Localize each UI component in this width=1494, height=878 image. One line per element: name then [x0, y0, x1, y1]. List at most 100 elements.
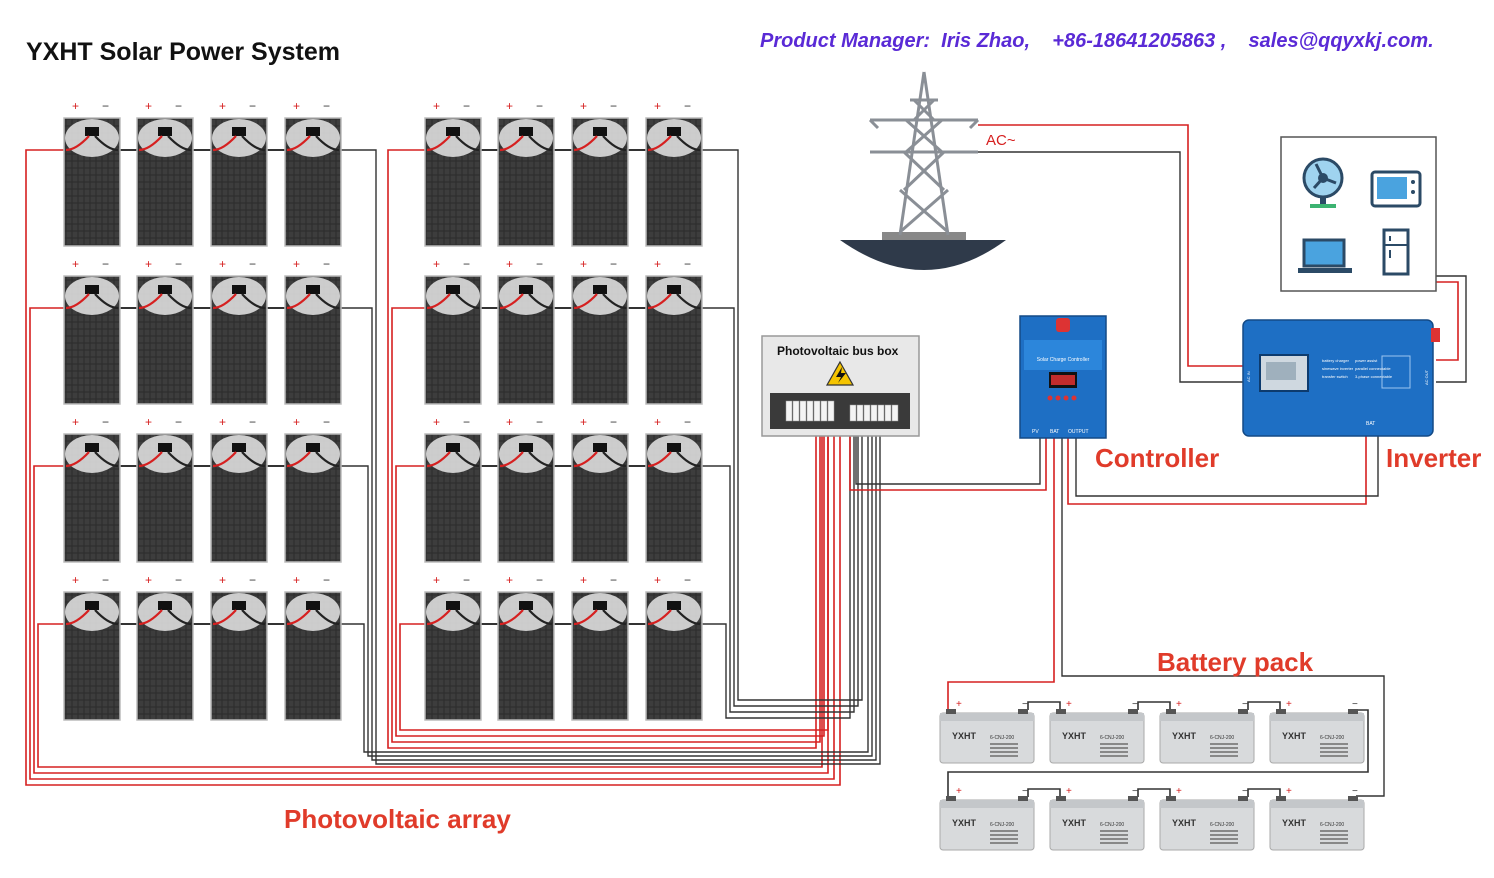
battery-plus-terminal: +: [956, 786, 962, 797]
battery-minus-terminal: −: [1022, 786, 1028, 797]
battery-brand: YXHT: [952, 731, 977, 741]
solar-panel: +−: [210, 99, 268, 247]
panel-minus-terminal: −: [610, 415, 617, 429]
battery-plus-terminal: +: [1176, 786, 1182, 797]
panel-plus-terminal: +: [293, 415, 300, 429]
charge-controller: Solar Charge Controller PV BAT OUTPUT: [1019, 315, 1107, 439]
panel-plus-terminal: +: [72, 99, 79, 113]
panel-minus-terminal: −: [323, 573, 330, 587]
wiring: [25, 124, 1467, 797]
solar-panel: +−: [645, 257, 703, 405]
solar-panel: +−: [497, 99, 555, 247]
solar-panel: +−: [136, 257, 194, 405]
panel-plus-terminal: +: [654, 99, 661, 113]
page-title: YXHT Solar Power System: [26, 38, 341, 66]
battery-plus-terminal: +: [1176, 699, 1182, 710]
panel-plus-terminal: +: [219, 99, 226, 113]
panel-plus-terminal: +: [580, 99, 587, 113]
solar-panel: +−: [645, 573, 703, 721]
battery-plus-terminal: +: [1286, 699, 1292, 710]
panel-plus-terminal: +: [433, 99, 440, 113]
battery-brand: YXHT: [1282, 731, 1307, 741]
panel-minus-terminal: −: [463, 415, 470, 429]
battery-model: 6-CNJ-200: [1320, 822, 1344, 828]
terminal-bat: BAT: [1050, 429, 1059, 435]
laptop-icon: [1298, 238, 1352, 273]
battery-minus-terminal: −: [1132, 699, 1138, 710]
battery-minus-terminal: −: [1242, 786, 1248, 797]
inverter-label: Inverter: [1386, 443, 1482, 473]
battery-minus-terminal: −: [1022, 699, 1028, 710]
panel-minus-terminal: −: [536, 415, 543, 429]
solar-panel: +−: [424, 257, 482, 405]
solar-panel: +−: [284, 573, 342, 721]
inv-feature-2: power assist: [1355, 358, 1378, 363]
solar-panel: +−: [571, 99, 629, 247]
battery-minus-terminal: −: [1352, 699, 1358, 710]
panel-plus-terminal: +: [506, 99, 513, 113]
panel-minus-terminal: −: [175, 99, 182, 113]
solar-panel: +−: [136, 99, 194, 247]
controller-name: Solar Charge Controller: [1037, 357, 1090, 363]
panel-minus-terminal: −: [463, 99, 470, 113]
inv-feature-4: parallel connectable: [1355, 366, 1391, 371]
appliances-box: [1280, 136, 1437, 292]
solar-panel: +−: [63, 415, 121, 563]
solar-panel: +−: [424, 573, 482, 721]
panel-plus-terminal: +: [72, 257, 79, 271]
solar-panel: +−: [136, 415, 194, 563]
battery-brand: YXHT: [1172, 818, 1197, 828]
solar-panel: +−: [645, 99, 703, 247]
solar-panel: +−: [424, 415, 482, 563]
panel-minus-terminal: −: [323, 99, 330, 113]
panel-plus-terminal: +: [293, 99, 300, 113]
panel-plus-terminal: +: [145, 257, 152, 271]
fridge-icon: [1382, 228, 1410, 276]
panel-minus-terminal: −: [323, 257, 330, 271]
panel-minus-terminal: −: [463, 257, 470, 271]
panel-plus-terminal: +: [72, 573, 79, 587]
panel-plus-terminal: +: [145, 573, 152, 587]
solar-panel: +−: [136, 573, 194, 721]
solar-panel: +−: [63, 257, 121, 405]
battery-pack-label: Battery pack: [1157, 647, 1314, 677]
panel-minus-terminal: −: [684, 257, 691, 271]
battery-model: 6-CNJ-200: [1210, 735, 1234, 741]
battery-plus-terminal: +: [1066, 699, 1072, 710]
panel-minus-terminal: −: [610, 257, 617, 271]
panel-minus-terminal: −: [249, 99, 256, 113]
panel-plus-terminal: +: [506, 573, 513, 587]
solar-panel: +−: [497, 573, 555, 721]
solar-panel: +−: [284, 415, 342, 563]
panel-minus-terminal: −: [684, 415, 691, 429]
solar-panel: +−: [497, 415, 555, 563]
inv-ac-in: AC IN: [1246, 371, 1251, 382]
panel-minus-terminal: −: [175, 257, 182, 271]
inv-feature-6: 3-phase connectable: [1355, 374, 1393, 379]
inv-ac-out: AC OUT: [1424, 369, 1429, 385]
solar-panel: +−: [645, 415, 703, 563]
warning-icon: [825, 360, 855, 386]
panel-minus-terminal: −: [102, 257, 109, 271]
panel-plus-terminal: +: [433, 257, 440, 271]
panel-plus-terminal: +: [506, 415, 513, 429]
panel-minus-terminal: −: [249, 257, 256, 271]
solar-panel: +−: [571, 257, 629, 405]
panel-minus-terminal: −: [175, 573, 182, 587]
panel-plus-terminal: +: [219, 415, 226, 429]
panel-plus-terminal: +: [145, 99, 152, 113]
battery-brand: YXHT: [1282, 818, 1307, 828]
transmission-tower-icon: [840, 71, 1006, 270]
photovoltaic-bus-box: Photovoltaic bus box: [761, 335, 920, 437]
panel-plus-terminal: +: [145, 415, 152, 429]
terminal-output: OUTPUT: [1068, 429, 1089, 435]
panel-plus-terminal: +: [580, 573, 587, 587]
panel-plus-terminal: +: [654, 415, 661, 429]
photovoltaic-array-label: Photovoltaic array: [284, 804, 511, 834]
